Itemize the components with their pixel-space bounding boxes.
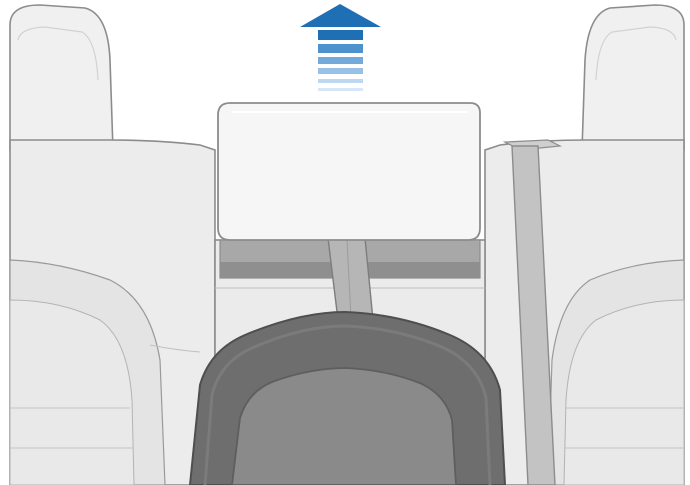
arrow-bar-3 [318,57,363,64]
child-seat [190,312,505,485]
arrow-bar-1 [318,30,363,40]
child-seat-inner [232,368,456,485]
arrow-bar-5 [318,79,363,83]
arrow-bar-6 [318,88,363,91]
arrow-bar-2 [318,44,363,53]
center-headrest [218,103,480,240]
right-headrest [582,5,684,150]
arrow-bar-4 [318,68,363,74]
